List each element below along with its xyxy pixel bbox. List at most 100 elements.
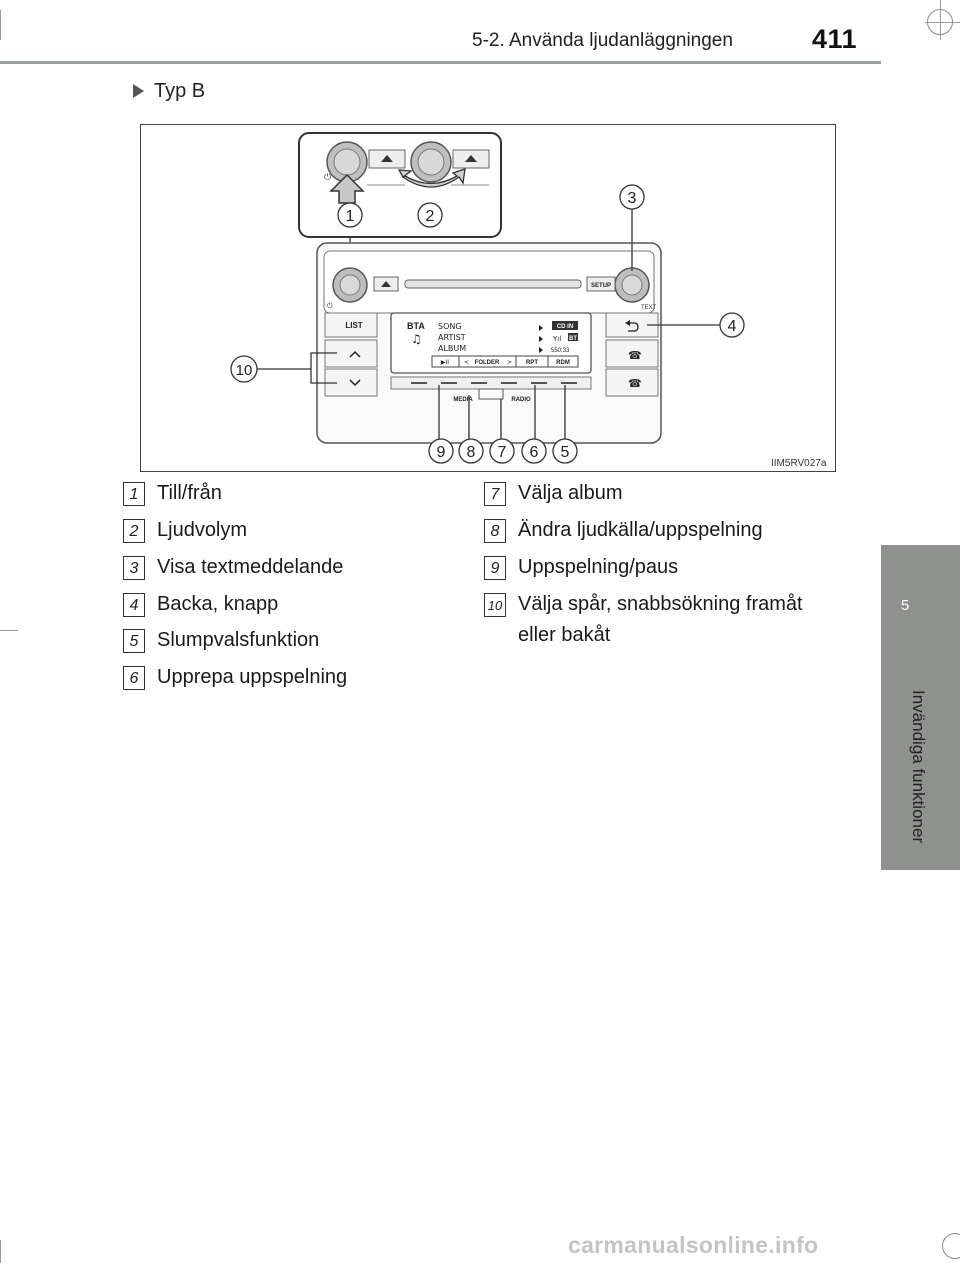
media-radio-bracket <box>478 388 504 400</box>
phone-hangup-button <box>605 368 659 397</box>
chapter-label: Invändiga funktioner <box>909 690 928 844</box>
legend-number: 4 <box>123 593 145 617</box>
subtitle: Typ B <box>133 80 205 103</box>
callout-6-label: 6 <box>530 444 539 461</box>
chevron-down-icon <box>349 379 361 387</box>
play-pause-label: ▶II <box>441 359 449 366</box>
callout-6 <box>521 438 547 464</box>
play-indicator-icon <box>539 347 543 353</box>
display-artist: ARTIST <box>438 333 466 342</box>
bt-badge-label: BT <box>569 336 577 342</box>
chevron-right-icon: > <box>507 359 512 366</box>
callout-8 <box>458 438 484 464</box>
display-song: SONG <box>438 322 462 331</box>
power-symbol-icon: ⏻ <box>327 302 333 310</box>
play-indicator-icon <box>539 336 543 342</box>
signal-icon: Yıl <box>552 335 561 343</box>
audio-unit-drawing: ⏻ 1 2 ⏻ TEXT SETUP LIST <box>230 132 827 469</box>
power-volume-knob-cap <box>339 274 361 296</box>
legend-text: Upprepa uppspelning <box>157 666 348 688</box>
legend-text: Ändra ljudkälla/uppspelning <box>518 519 763 541</box>
display-album: ALBUM <box>438 344 466 353</box>
crop-mark <box>0 10 1 40</box>
cd-slot <box>404 279 582 289</box>
eject-icon <box>381 281 391 287</box>
legend-number: 8 <box>484 519 506 543</box>
inset-volume-knob-cap <box>417 148 445 176</box>
eject-icon <box>381 155 393 162</box>
header-section-title: 5-2. Använda ljudanläggningen <box>472 30 733 51</box>
back-arrowhead <box>625 320 630 326</box>
phone-pickup-button <box>605 339 659 368</box>
power-symbol-icon: ⏻ <box>324 172 331 183</box>
leader-bracket <box>310 352 337 384</box>
legend-number: 1 <box>123 482 145 506</box>
legend-number: 10 <box>484 593 506 617</box>
eject-icon <box>465 155 477 162</box>
inset-power-knob-cap <box>333 148 361 176</box>
callout-1-label: 1 <box>346 208 355 225</box>
callout-9-label: 9 <box>437 444 446 461</box>
registration-mark <box>942 1233 960 1259</box>
folder-label: FOLDER <box>475 360 500 366</box>
callout-10-label: 10 <box>236 362 253 379</box>
bt-badge <box>568 333 578 341</box>
legend-number: 3 <box>123 556 145 580</box>
triangle-bullet-icon <box>133 84 144 98</box>
chapter-tab: 5 <box>881 545 960 870</box>
list-button-label: LIST <box>345 321 362 330</box>
back-arrow-icon <box>628 322 639 332</box>
page-number: 411 <box>812 24 858 54</box>
text-button-label: TEXT <box>641 305 657 311</box>
cd-in-badge <box>552 321 578 330</box>
tune-knob-cap <box>621 274 643 296</box>
callout-5-label: 5 <box>561 444 570 461</box>
chevron-up-icon <box>349 350 361 358</box>
callout-3-label: 3 <box>628 190 637 207</box>
callout-4-label: 4 <box>728 318 737 335</box>
legend-number: 7 <box>484 482 506 506</box>
callout-2-label: 2 <box>426 208 435 225</box>
callout-9 <box>428 438 454 464</box>
legend-number: 2 <box>123 519 145 543</box>
legend-text: Visa textmeddelande <box>157 556 344 578</box>
display-time: 550:33 <box>551 348 570 354</box>
callout-7-label: 7 <box>498 444 507 461</box>
callout-8-label: 8 <box>467 444 476 461</box>
watermark: carmanualsonline.info <box>568 1232 819 1258</box>
crop-mark <box>0 1240 1 1263</box>
radio-button-label: RADIO <box>511 397 531 403</box>
callout-7 <box>489 438 515 464</box>
phone-hangup-icon: ☎ <box>628 377 642 390</box>
list-button <box>324 312 378 338</box>
legend-text: Uppspelning/paus <box>518 556 679 578</box>
legend-number: 9 <box>484 556 506 580</box>
chevron-left-icon: < <box>464 359 469 366</box>
legend-text: Slumpvalsfunktion <box>157 629 320 651</box>
legend-text: Ljudvolym <box>157 519 248 541</box>
callout-2 <box>417 202 443 228</box>
figure-code: IIM5RV027a <box>771 458 827 469</box>
legend-number: 5 <box>123 629 145 653</box>
setup-button-label: SETUP <box>591 283 611 289</box>
media-button-label: MEDIA <box>453 397 473 403</box>
legend-text: Välja album <box>518 482 623 504</box>
legend-text: Till/från <box>157 482 222 504</box>
cd-in-badge-label: CD IN <box>557 324 573 330</box>
callout-1 <box>337 202 363 228</box>
rotate-arrowhead <box>397 169 413 178</box>
display-bta-label: BTA <box>407 321 425 331</box>
phone-icon: ☎ <box>628 349 642 362</box>
callout-5 <box>552 438 578 464</box>
header-divider <box>0 61 881 64</box>
music-note-icon: ♫ <box>411 332 422 346</box>
chapter-number: 5 <box>900 597 910 614</box>
legend-text: Backa, knapp <box>157 593 279 615</box>
play-indicator-icon <box>539 325 543 331</box>
crop-mark <box>0 630 18 631</box>
registration-mark <box>927 9 953 35</box>
legend-text: Välja spår, snabbsökning framåt eller ba… <box>518 593 803 646</box>
soft-key-bar <box>431 355 579 368</box>
rotate-arrow-icon <box>401 168 466 188</box>
rpt-label: RPT <box>526 360 538 366</box>
